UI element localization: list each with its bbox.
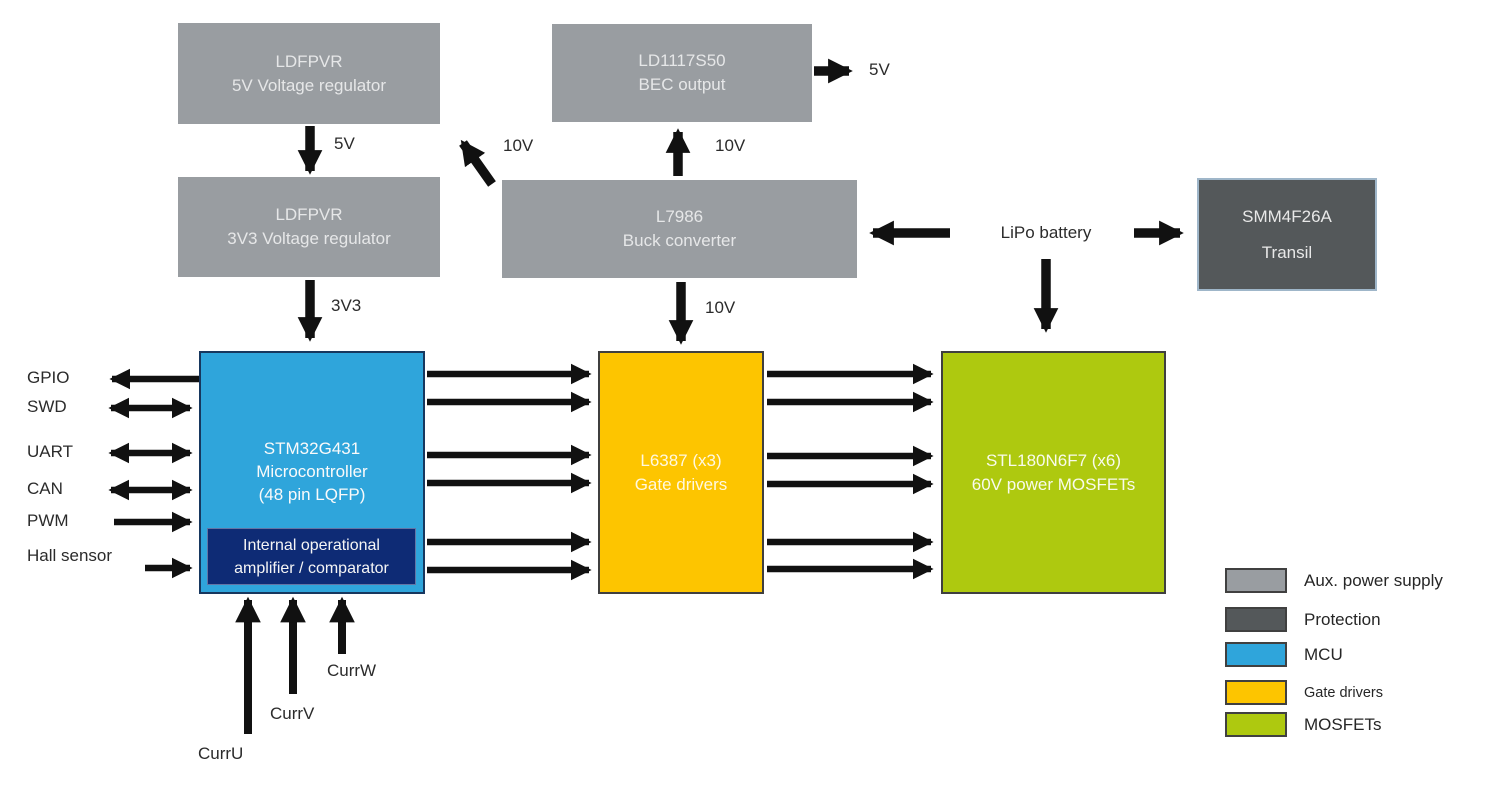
label-10v-diagonal: 10V xyxy=(503,136,534,155)
legend-label-mosfets: MOSFETs xyxy=(1304,714,1382,734)
block-mosfets-part: STL180N6F7 (x6) xyxy=(985,450,1122,470)
block-opamp-line1: Internal operational xyxy=(243,536,380,554)
block-transil: SMM4F26A Transil xyxy=(1197,178,1377,291)
label-lipo-battery: LiPo battery xyxy=(1000,223,1092,242)
legend-swatch-aux-power xyxy=(1225,568,1287,593)
block-transil-part: SMM4F26A xyxy=(1242,206,1332,226)
legend-item-aux-power: Aux. power supply xyxy=(1225,568,1443,593)
label-5v-rail: 5V xyxy=(334,134,355,153)
block-bec-part: LD1117S50 xyxy=(638,51,726,70)
legend-label-aux-power: Aux. power supply xyxy=(1304,570,1443,590)
label-3v3-rail: 3V3 xyxy=(331,296,362,315)
block-buck-part: L7986 xyxy=(655,207,704,226)
label-hall-sensor: Hall sensor xyxy=(27,546,113,565)
block-internal-opamp: Internal operational amplifier / compara… xyxy=(207,528,416,585)
block-gate-part: L6387 (x3) xyxy=(640,450,722,470)
legend-swatch-mosfets xyxy=(1225,712,1287,737)
block-gate-desc: Gate drivers xyxy=(634,474,728,494)
block-3v3-regulator-part: LDFPVR xyxy=(275,205,343,224)
legend-item-mosfets: MOSFETs xyxy=(1225,712,1381,737)
block-bec: LD1117S50 BEC output xyxy=(552,24,812,122)
legend-swatch-mcu xyxy=(1225,642,1287,667)
legend-item-mcu: MCU xyxy=(1225,642,1343,667)
block-gate-drivers: L6387 (x3) Gate drivers xyxy=(598,351,764,594)
label-10v-bec: 10V xyxy=(715,136,746,155)
legend-swatch-protection xyxy=(1225,607,1287,632)
block-opamp-line2: amplifier / comparator xyxy=(234,559,389,577)
block-3v3-regulator-desc: 3V3 Voltage regulator xyxy=(227,229,391,248)
block-buck-converter: L7986 Buck converter xyxy=(502,180,857,278)
arrow-buck-to-regulators-diagonal xyxy=(459,139,496,187)
label-uart: UART xyxy=(27,442,73,461)
block-buck-desc: Buck converter xyxy=(622,231,737,250)
block-mcu-part: STM32G431 xyxy=(263,439,361,458)
label-pwm: PWM xyxy=(27,511,69,530)
block-3v3-regulator: LDFPVR 3V3 Voltage regulator xyxy=(178,177,440,277)
label-swd: SWD xyxy=(27,397,67,416)
block-5v-regulator-part: LDFPVR xyxy=(275,51,343,71)
label-curr-u: CurrU xyxy=(198,744,244,763)
block-mcu-desc: Microcontroller xyxy=(256,462,368,481)
block-bec-desc: BEC output xyxy=(638,75,726,94)
block-transil-desc: Transil xyxy=(1261,242,1313,262)
block-5v-regulator-desc: 5V Voltage regulator xyxy=(231,75,387,95)
label-10v-gate: 10V xyxy=(705,298,736,317)
block-5v-regulator: LDFPVR 5V Voltage regulator xyxy=(178,23,440,124)
label-can: CAN xyxy=(27,479,63,498)
legend-label-protection: Protection xyxy=(1304,609,1381,629)
legend-swatch-gate-drivers xyxy=(1225,680,1287,705)
legend-item-protection: Protection xyxy=(1225,607,1381,632)
label-curr-v: CurrV xyxy=(270,704,315,723)
block-mosfets-desc: 60V power MOSFETs xyxy=(971,474,1136,494)
block-mosfets: STL180N6F7 (x6) 60V power MOSFETs xyxy=(941,351,1166,594)
legend-item-gate-drivers: Gate drivers xyxy=(1225,680,1383,705)
label-gpio: GPIO xyxy=(27,368,70,387)
legend-label-mcu: MCU xyxy=(1304,644,1343,664)
label-curr-w: CurrW xyxy=(327,661,377,680)
block-mcu-package: (48 pin LQFP) xyxy=(258,485,366,504)
label-5v-bec-out: 5V xyxy=(869,60,890,79)
legend-label-gate-drivers: Gate drivers xyxy=(1304,684,1383,701)
